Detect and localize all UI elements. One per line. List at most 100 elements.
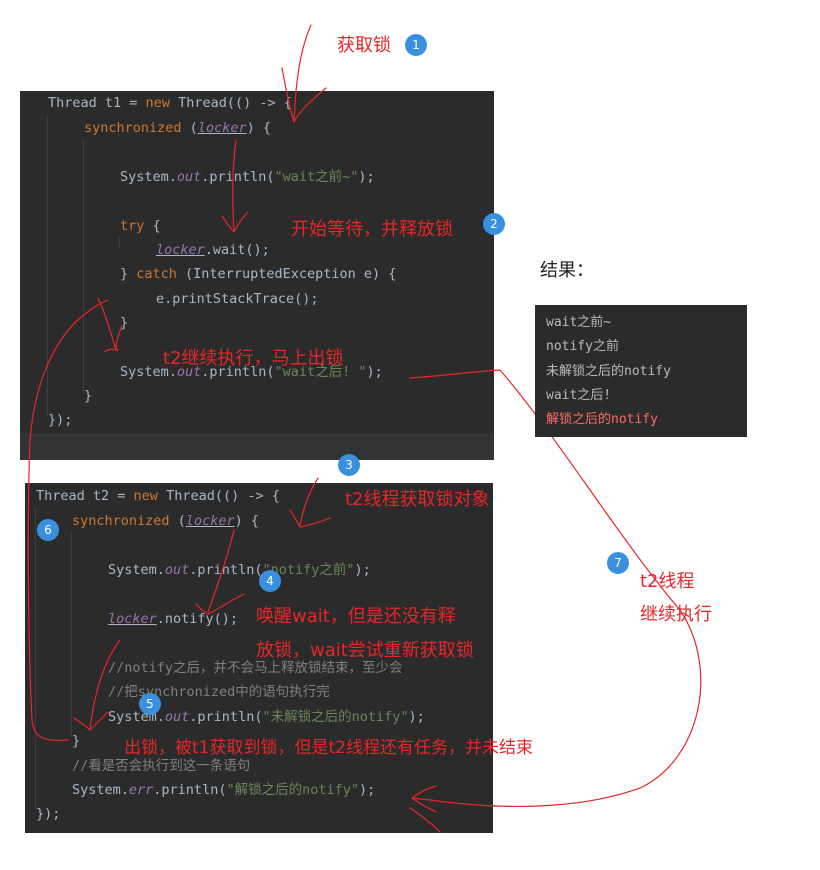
code-token: System. (120, 364, 177, 380)
code-line: System.err.println("解锁之后的notify"); (72, 781, 375, 799)
code-token: .println( (201, 169, 275, 185)
code-token: .notify(); (156, 611, 239, 627)
console-line: notify之前 (546, 339, 619, 354)
annotation-t2-acquire-lock: t2线程获取锁对象 (345, 489, 490, 510)
code-line: System.out.println("wait之前~"); (120, 168, 375, 186)
code-token: "wait之后! " (274, 364, 367, 380)
code-token: (InterruptedException e) { (185, 266, 397, 282)
code-token: System. (108, 562, 165, 578)
step-badge: 4 (259, 570, 281, 592)
code-token: ); (408, 709, 425, 725)
code-token: ); (366, 364, 383, 380)
code-token: ( (189, 120, 198, 136)
code-token: ); (354, 562, 371, 578)
code-token: .println( (201, 364, 275, 380)
arrow-step-7 (409, 369, 702, 813)
code-token: out (176, 364, 202, 380)
code-token: .println( (189, 562, 263, 578)
code-token: try (120, 218, 153, 234)
arrow-step-6 (27, 299, 109, 741)
code-line: Thread t2 = new Thread(() -> { (36, 487, 280, 505)
code-token: }); (48, 412, 73, 428)
code-token: //notify之后，并不会马上释放锁结束，至少会 (108, 660, 403, 676)
code-token: locker (197, 120, 247, 136)
code-token: Thread t1 = (48, 95, 146, 111)
code-token: ) { (234, 513, 259, 529)
code-line: } (120, 314, 128, 332)
code-token: //把synchronized中的语句执行完 (108, 684, 330, 700)
annotation-t2-thread: t2线程 (640, 571, 695, 592)
code-token: System. (120, 169, 177, 185)
indent-guide (71, 531, 72, 737)
code-token: .println( (189, 709, 263, 725)
step-badge: 7 (607, 552, 629, 574)
code-token: .wait(); (204, 242, 270, 258)
code-token: "notify之前" (262, 562, 355, 578)
code-token: ); (358, 782, 376, 798)
code-token: locker (108, 611, 157, 627)
code-token: }); (36, 806, 61, 822)
code-line: locker.wait(); (156, 241, 270, 259)
console-line: wait之后! (546, 388, 612, 403)
code-line: }); (48, 411, 72, 429)
panel-bottom-strip (20, 433, 494, 460)
annotation-notify-line2: 放锁，wait尝试重新获取锁 (256, 640, 474, 661)
code-token: } (72, 733, 81, 749)
code-token: ( (177, 513, 186, 529)
step-badge: 5 (139, 693, 161, 715)
annotation-continue-exec: 继续执行 (640, 604, 712, 625)
code-line: Thread t1 = new Thread(() -> { (48, 94, 292, 112)
annotation-acquire-lock: 获取锁 (337, 35, 391, 56)
code-token: new (133, 488, 167, 504)
code-line: System.out.println("wait之后! "); (120, 363, 383, 381)
annotation-notify-line1: 唤醒wait，但是还没有释 (256, 606, 456, 627)
result-title: 结果： (540, 260, 594, 281)
code-token: out (176, 169, 202, 185)
indent-guide (47, 115, 48, 417)
code-token: } (84, 388, 93, 404)
code-token: catch (136, 266, 186, 282)
code-line: } (72, 732, 80, 750)
console-output-panel: wait之前~ notify之前 未解锁之后的notify wait之后! 解锁… (535, 305, 747, 437)
console-line-stderr: 解锁之后的notify (546, 412, 658, 427)
step-badge: 6 (37, 519, 59, 541)
code-token: locker (185, 513, 235, 529)
code-token: synchronized (84, 120, 190, 136)
code-token: Thread(() -> { (178, 95, 292, 111)
code-token: new (145, 95, 179, 111)
code-token: err (128, 782, 154, 798)
code-token: "未解锁之后的notify" (262, 709, 409, 725)
step-badge: 2 (483, 213, 505, 235)
code-line: locker.notify(); (108, 610, 238, 628)
code-line: e.printStackTrace(); (156, 290, 319, 308)
annotation-t2-continue: t2继续执行，马上出锁 (163, 348, 344, 369)
thread-t2-code-panel: Thread t2 = new Thread(() -> { synchroni… (25, 483, 493, 833)
annotation-start-waiting: 开始等待，并释放锁 (291, 219, 453, 240)
code-token: out (164, 709, 190, 725)
indent-guide (83, 139, 84, 393)
code-token: System. (72, 782, 129, 798)
indent-guide (119, 237, 120, 247)
code-line: }); (36, 805, 60, 823)
code-token: out (164, 562, 190, 578)
code-line: synchronized (locker) { (84, 119, 271, 137)
code-token: //看是否会执行到这一条语句 (72, 758, 251, 774)
arrow-step-5 (73, 639, 121, 731)
code-token: .println( (153, 782, 227, 798)
step-badge: 1 (405, 34, 427, 56)
code-line: //notify之后，并不会马上释放锁结束，至少会 (108, 659, 403, 677)
code-line: System.out.println("未解锁之后的notify"); (108, 708, 425, 726)
arrow-step-2 (221, 139, 249, 233)
code-token: Thread(() -> { (166, 488, 280, 504)
code-token: { (152, 218, 161, 234)
step-badge: 3 (338, 454, 360, 476)
arrow-step-1 (281, 24, 327, 123)
code-token: ); (358, 169, 375, 185)
indent-guide (35, 507, 36, 809)
code-token: "wait之前~" (274, 169, 359, 185)
arrow-step-3 (289, 477, 331, 528)
code-line: System.out.println("notify之前"); (108, 561, 371, 579)
code-token: "解锁之后的notify" (226, 782, 359, 798)
thread-t1-code-panel: Thread t1 = new Thread(() -> { synchroni… (20, 91, 494, 460)
